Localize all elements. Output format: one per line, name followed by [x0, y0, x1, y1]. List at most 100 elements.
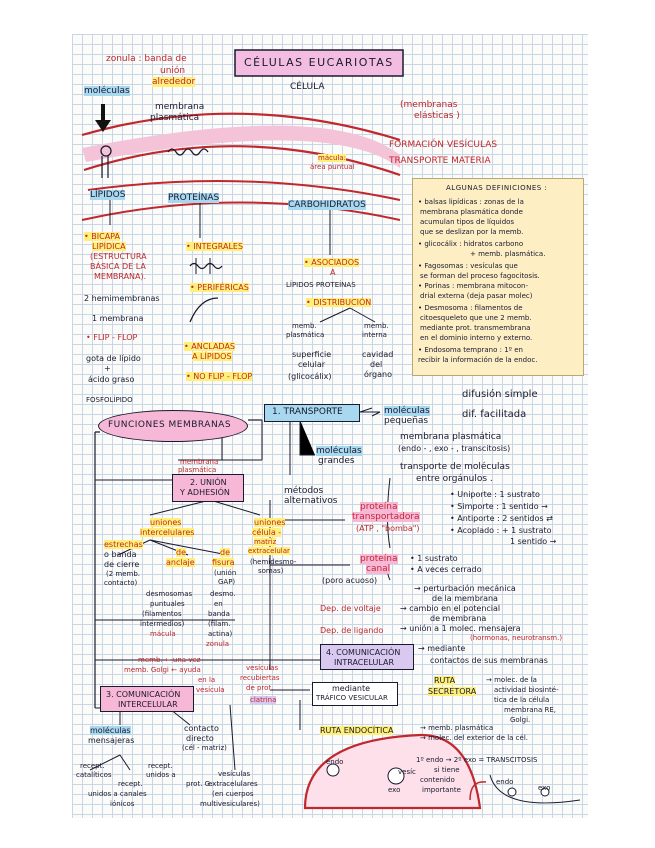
del: del: [370, 360, 383, 369]
zonula-note-3: alrededor: [152, 77, 196, 87]
comunicacion-inter-2: INTERCELULAR: [118, 700, 178, 709]
perturbacion-1: → perturbación mecánica: [414, 584, 516, 593]
plus-sign: +: [104, 364, 111, 373]
ancladas-2: A LÍPIDOS: [192, 352, 232, 361]
exo-sketch-label: exo: [538, 784, 551, 792]
metodos-2: alternativos: [284, 496, 338, 506]
definition-line: • Fagosomas : vesículas que: [418, 262, 518, 270]
funciones-cloud: [98, 410, 248, 442]
proteinas-heading: PROTEÍNAS: [168, 193, 220, 203]
uniones-celula-2: célula -: [252, 528, 282, 537]
moleculas-pequenas-1: moléculas: [384, 406, 430, 416]
proteina-canal-1: proteína: [360, 554, 398, 564]
comunicacion-intra-box: [320, 644, 414, 670]
dep-voltaje: Dep. de voltaje: [320, 604, 381, 613]
antiporte: • Antiporte : 2 sentidos ⇄: [450, 514, 553, 523]
recept-protg-2: unidos a: [146, 771, 176, 779]
transcitosis-note-1: si tiene: [434, 766, 460, 774]
metodos-1: métodos: [284, 486, 324, 496]
recept-protg-3: prot. G.: [186, 780, 213, 788]
cambio-potencial-1: → cambio en el potencial: [400, 604, 501, 613]
definition-line: en el dominio interno y externo.: [420, 334, 533, 342]
transporte-box: [264, 404, 360, 422]
moleculas-grandes-2: grandes: [318, 456, 355, 466]
recept-canales-1: recept.: [118, 780, 143, 788]
no-flip-flop: • NO FLIP - FLOP: [186, 372, 253, 381]
perturbacion-2: de la membrana: [432, 594, 498, 603]
uniones-celula-6: somas): [258, 567, 284, 575]
endo-molec: → molec. del exterior de la cél.: [420, 734, 529, 742]
celula-label: CÉLULA: [290, 82, 325, 92]
canal-sustrato: • 1 sustrato: [410, 554, 458, 563]
transporte-heading: 1. TRANSPORTE: [272, 407, 343, 417]
anclaje: anclaje: [166, 558, 195, 567]
desmo-banda-1: desmo.: [210, 590, 236, 598]
difusion-facilitada: dif. facilitada: [462, 409, 527, 420]
union-adhesion-box: [172, 474, 244, 502]
definition-line: membrana plasmática donde: [420, 208, 523, 216]
comunicacion-inter-box: [100, 686, 194, 712]
memb-interna-2: interna: [362, 331, 387, 339]
union-gap-2: GAP): [218, 578, 236, 586]
flip-flop: • FLIP - FLOP: [86, 333, 138, 342]
union-adhesion-2: Y ADHESIÓN: [180, 488, 230, 497]
membranas-elasticas: (membranas: [400, 100, 458, 110]
molec-actividad-1: → molec. de la: [486, 676, 537, 684]
memb-vez-2: memb. Golgi ← ayuda: [124, 666, 201, 674]
uniones-celula-5: (hemidesmo-: [250, 558, 297, 566]
recept-protg-1: recept.: [148, 762, 173, 770]
bicapa-4: BÁSICA DE LA: [90, 262, 146, 271]
mediante-trafico-1: mediante: [332, 684, 371, 693]
vesiculas-recubiertas-1: vesículas: [246, 664, 279, 672]
vesiculas-extra-4: multivesiculares): [200, 800, 260, 808]
transcitosis-note-3: importante: [422, 786, 461, 794]
transcitosis-note-2: contenido: [420, 776, 455, 784]
bicapa-3: (ESTRUCTURA: [90, 252, 147, 261]
ruta-secretora-2: SECRETORA: [428, 687, 477, 696]
clatrina: clatrina: [250, 696, 277, 704]
cavidad: cavidad: [362, 350, 394, 359]
moleculas-pequenas-2: pequeñas: [384, 416, 429, 426]
definition-line: drial externa (deja pasar molec): [420, 292, 533, 300]
una-membrana: 1 membrana: [92, 314, 144, 323]
membranas-elasticas-2: elásticas ): [414, 111, 460, 121]
funciones-heading: FUNCIONES MEMBRANAS: [108, 420, 232, 430]
zonula: zonula: [206, 640, 230, 648]
membrana-label: membrana: [155, 102, 205, 112]
recept-catal-1: recept.: [80, 762, 105, 770]
vesiculas-extra-3: (en cuerpos: [212, 790, 254, 798]
ruta-secretora-1: RUTA: [434, 676, 456, 685]
desmosomas-3: (filamentos: [142, 610, 182, 618]
integrales: • INTEGRALES: [186, 242, 244, 251]
distribucion: • DISTRIBUCIÓN: [306, 298, 372, 307]
zonula-note: zonula : banda de: [106, 54, 187, 64]
definitions-box: [412, 178, 584, 376]
carbohidratos-heading: CARBOHIDRATOS: [288, 200, 366, 210]
contacto-directo-3: (cél - matriz): [182, 744, 227, 752]
acido-graso: ácido graso: [88, 375, 135, 384]
memb-vez-4: vesícula: [196, 686, 225, 694]
hemimembranas: 2 hemimembranas: [84, 294, 160, 303]
sentido: 1 sentido →: [510, 537, 557, 546]
transporte-materia: TRANSPORTE MATERIA: [389, 156, 491, 166]
definition-line: • Desmosoma : filamentos de: [418, 304, 523, 312]
desmosomas-1: desmosomas: [146, 590, 193, 598]
recept-catal-2: catalíticos: [76, 771, 112, 779]
gota-lipido: gota de lípido: [86, 354, 141, 363]
dos-memb: (2 memb.: [106, 570, 141, 578]
definition-line: recibir la información de la endoc.: [418, 356, 538, 364]
de-anclaje: de: [176, 548, 186, 557]
recept-canales-2: unidos a canales: [88, 790, 147, 798]
definition-line: que se deslizan por la memb.: [420, 228, 524, 236]
definition-line: • Endosoma temprano : 1º en: [418, 346, 523, 354]
memb-plasmatica-1: memb.: [292, 322, 317, 330]
bicapa-5: MEMBRANA).: [94, 272, 147, 281]
definition-line: + memb. plasmática.: [470, 250, 546, 258]
proteina-transportadora-2: transportadora: [352, 512, 420, 522]
definition-line: acumulan tipos de líquidos: [420, 218, 515, 226]
fisura: fisura: [212, 558, 235, 567]
estrechas: estrechas: [104, 540, 143, 549]
contacto: contacto): [104, 579, 138, 587]
de-fisura: de: [220, 548, 230, 557]
